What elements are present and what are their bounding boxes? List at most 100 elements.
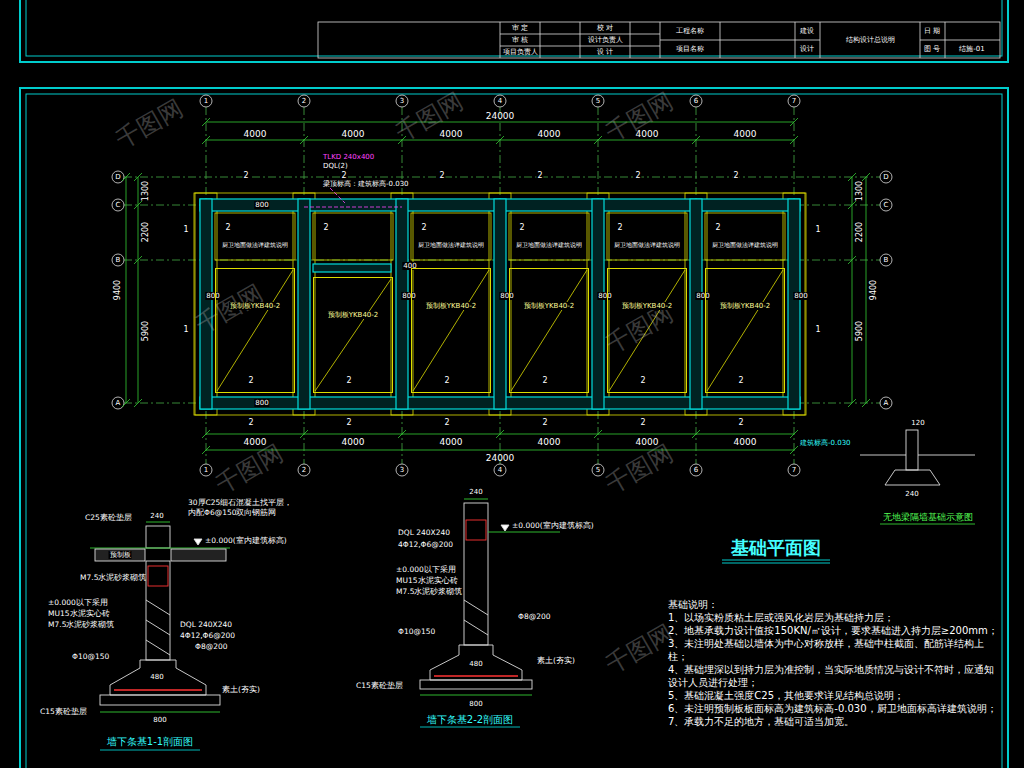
walls bbox=[200, 199, 800, 409]
slab-label: 预制板YKB40-2 bbox=[412, 303, 490, 311]
drawing-label: 800 bbox=[597, 292, 612, 300]
drawing-label: 无地梁隔墙基础示意图 bbox=[883, 512, 973, 522]
drawing-label: 项目负责人 bbox=[503, 48, 538, 56]
axis-circles-part bbox=[112, 397, 124, 409]
title-underline bbox=[722, 560, 830, 563]
section-1-1-part bbox=[146, 561, 170, 660]
drawing-label: 800 bbox=[469, 700, 482, 708]
slab-room: 预制板YKB40-2 bbox=[509, 268, 589, 393]
foundation-outline-part bbox=[194, 193, 806, 415]
axis-circles-part bbox=[298, 95, 310, 107]
drawing-label: 厨卫地面做法详建筑说明 bbox=[417, 242, 485, 249]
title-block bbox=[318, 22, 1000, 58]
drawing-label: 预制板 bbox=[109, 551, 132, 559]
drawing-label: 2 bbox=[224, 223, 231, 232]
drawing-label: DQL(2) bbox=[322, 162, 349, 170]
sheet-frame-part bbox=[20, 0, 1008, 62]
drawing-label: 厨卫地面做法详建筑说明 bbox=[711, 242, 779, 249]
slab-text: 预制板YKB40-2 bbox=[523, 302, 576, 310]
upper-rooms-part bbox=[509, 213, 589, 260]
watermark: 千图网 bbox=[212, 440, 288, 500]
design-note: 7、承载力不足的地方，基础可适当加宽。 bbox=[668, 715, 1003, 728]
dimension-lines bbox=[122, 118, 870, 454]
drawing-label: 240 bbox=[469, 488, 482, 496]
drawing-label: 校 对 bbox=[597, 24, 613, 32]
drawing-label: 2 bbox=[322, 223, 329, 232]
design-note: 3、未注明处基础以墙体为中心对称放样，基础中柱截面、配筋详结构上柱； bbox=[668, 637, 1003, 663]
drawing-label: 图 号 bbox=[924, 45, 940, 53]
drawing-label: ±0.000以下采用 bbox=[48, 599, 108, 608]
drawing-label: 2 bbox=[536, 171, 543, 180]
axis-circles-part bbox=[880, 199, 892, 211]
drawing-label: 800 bbox=[793, 292, 808, 300]
drawing-label: C15素砼垫层 bbox=[40, 708, 87, 717]
drawing-label: 5 bbox=[596, 97, 600, 105]
section-1-1-part bbox=[100, 712, 220, 713]
title-block-part bbox=[500, 22, 1000, 58]
drawing-label: 2 bbox=[247, 376, 254, 385]
drawing-title: 基础平面图 bbox=[731, 538, 821, 559]
drawing-label: 1 bbox=[182, 225, 189, 234]
drawing-label: MU15水泥实心砖 bbox=[48, 610, 110, 619]
drawing-label: 1 bbox=[204, 466, 208, 474]
drawing-label: 素土(夯实) bbox=[222, 686, 260, 695]
drawing-label: 2 bbox=[302, 97, 306, 105]
foundation-outline-part bbox=[587, 193, 609, 415]
sheet-frame bbox=[20, 0, 1008, 768]
sheet-frame-part bbox=[26, 94, 1002, 768]
section-1-1-part bbox=[110, 660, 206, 695]
drawing-label: 24000 bbox=[486, 453, 515, 463]
upper-rooms-part bbox=[215, 213, 295, 260]
drawing-label: 9400 bbox=[113, 280, 122, 300]
axis-circles-part bbox=[112, 254, 124, 266]
drawing-label: 1300 bbox=[855, 181, 864, 201]
drawing-label: Φ10@150 bbox=[398, 628, 435, 637]
drawing-label: 2 bbox=[714, 223, 721, 232]
drawing-label: 9400 bbox=[869, 280, 878, 300]
drawing-label: 800 bbox=[254, 399, 269, 407]
axis-lines-part bbox=[124, 107, 880, 464]
slab-text: 预制板YKB40-2 bbox=[719, 302, 772, 310]
slab-room: 预制板YKB40-2 bbox=[313, 277, 393, 393]
drawing-label: Φ10@150 bbox=[72, 653, 109, 662]
drawing-label: 内配Φ6@150双向钢筋网 bbox=[188, 509, 277, 518]
drawing-label: 480 bbox=[469, 660, 482, 668]
drawing-label: D bbox=[883, 173, 888, 181]
drawing-label: A bbox=[116, 399, 121, 407]
walls-part bbox=[690, 199, 702, 409]
drawing-label: 800 bbox=[499, 292, 514, 300]
section-1-1-part bbox=[100, 750, 200, 751]
drawing-label: 项目名称 bbox=[676, 45, 704, 53]
drawing-label: 1 bbox=[204, 97, 208, 105]
drawing-label: Φ8@200 bbox=[518, 613, 551, 622]
drawing-label: 3 bbox=[400, 466, 404, 474]
foundation-outline-part bbox=[783, 193, 805, 415]
slab-diagonals bbox=[217, 270, 783, 391]
section-1-1-part bbox=[114, 689, 202, 691]
drawing-label: 2 bbox=[420, 223, 427, 232]
drawing-label: C bbox=[884, 201, 889, 209]
section-1-1-part bbox=[194, 539, 202, 545]
drawing-label: 厨卫地面做法详建筑说明 bbox=[221, 242, 289, 249]
drawing-label: 审 核 bbox=[512, 36, 528, 44]
drawing-label: 2 bbox=[541, 418, 548, 427]
drawing-label: 120 bbox=[911, 419, 924, 427]
drawing-label: 1 bbox=[814, 325, 821, 334]
walls-part bbox=[494, 199, 506, 409]
drawing-label: 建筑标高-0.030 bbox=[800, 439, 851, 447]
drawing-label: 墙下条基2-2剖面图 bbox=[427, 714, 513, 726]
drawing-label: ±0.000以下采用 bbox=[396, 566, 456, 575]
drawing-label: 2 bbox=[345, 418, 352, 427]
axis-circles bbox=[112, 95, 892, 476]
axis-circles-part bbox=[200, 95, 212, 107]
drawing-label: 厨卫地面做法详建筑说明 bbox=[613, 242, 681, 249]
drawing-label: 墙下条基1-1剖面图 bbox=[107, 736, 193, 748]
slab-text: 预制板YKB40-2 bbox=[621, 302, 674, 310]
drawing-label: 2 bbox=[634, 171, 641, 180]
design-note: 2、地基承载力设计值按150KN/㎡设计，要求基础进入持力层≥200mm； bbox=[668, 624, 1003, 637]
partition-detail bbox=[860, 430, 975, 524]
drawing-label: DQL 240X240 bbox=[180, 621, 232, 630]
section-1-1-part bbox=[95, 549, 145, 561]
drawing-label: 设计 bbox=[800, 45, 814, 53]
drawing-label: 审 定 bbox=[512, 24, 528, 32]
